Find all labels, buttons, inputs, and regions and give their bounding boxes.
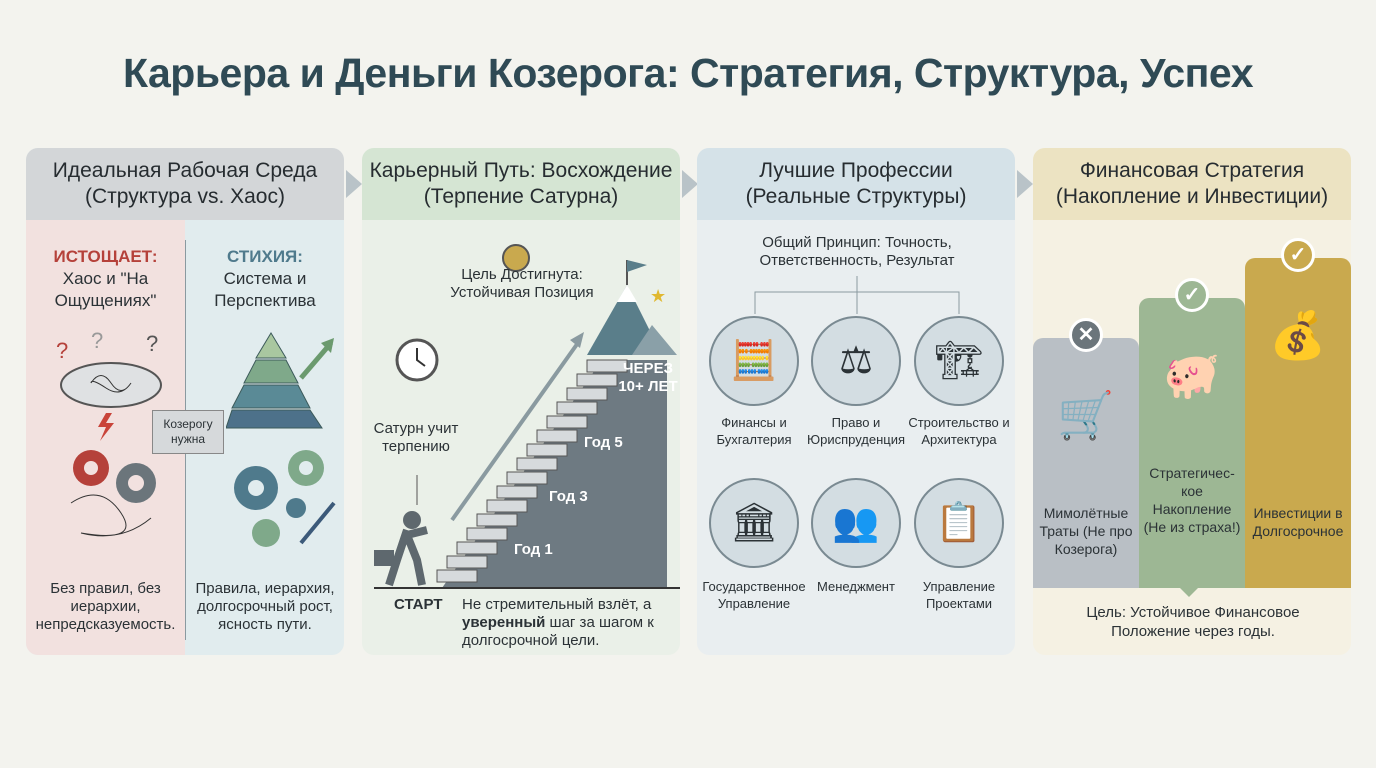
- panel-subtitle: (Реальные Структуры): [745, 185, 967, 208]
- chaos-cloud-gears-icon: ???: [56, 328, 162, 537]
- milestone-year-1: Год 1: [514, 541, 553, 558]
- goal-label: Цель Достигнута: Устойчивая Позиция: [450, 266, 594, 301]
- svg-text:?: ?: [146, 331, 158, 356]
- system-caption: Правила, иерархия, долгосрочный рост, яс…: [195, 580, 335, 633]
- flow-arrow-icon: [682, 170, 698, 198]
- staircase-mountain-illustration: ★: [374, 244, 680, 589]
- profession-label: Менеджмент: [817, 579, 895, 594]
- cross-icon: ✕: [1069, 318, 1103, 352]
- panel-career-path: Карьерный Путь: Восхождение (Терпение Са…: [362, 148, 680, 655]
- check-icon: ✓: [1281, 238, 1315, 272]
- crane-icon: 🏗: [914, 316, 1004, 406]
- flow-arrow-icon: [346, 170, 362, 198]
- panel-header: Финансовая Стратегия (Накопление и Инвес…: [1033, 148, 1351, 220]
- check-icon: ✓: [1175, 278, 1209, 312]
- svg-text:?: ?: [91, 328, 103, 353]
- star-icon: ★: [650, 286, 666, 306]
- profession-label: Финансы и Бухгалтерия: [716, 415, 792, 447]
- panel-financial-strategy: Финансовая Стратегия (Накопление и Инвес…: [1033, 148, 1351, 655]
- chaos-caption: Без правил, без иерархии, непредсказуемо…: [35, 580, 176, 633]
- caption-pre: Не стремительный взлёт, а: [462, 596, 652, 613]
- career-caption: Не стремительный взлёт, а уверенный шаг …: [462, 596, 672, 650]
- finance-bar-label: Инвестиции в Долгосрочное: [1252, 505, 1344, 539]
- panel-title: Карьерный Путь: Восхождение: [369, 159, 673, 182]
- saturn-label: Сатурн учит терпению: [373, 420, 459, 455]
- panel-title: Финансовая Стратегия: [1079, 159, 1305, 182]
- pointer-icon: [1175, 583, 1203, 597]
- financial-goal: Цель: Устойчивое Финансовое Положение че…: [1086, 604, 1300, 640]
- finance-bar: [1033, 338, 1139, 588]
- piggy-bank-icon: 🐖: [1163, 349, 1221, 401]
- panel-header: Лучшие Профессии (Реальные Структуры): [697, 148, 1015, 220]
- calculator-icon: 🧮: [709, 316, 799, 406]
- profession-label: Строительство и Архитектура: [908, 415, 1010, 447]
- milestone-year-3: Год 3: [549, 488, 588, 505]
- finance-bar-label: Стратегичес-кое Накопление (Не из страха…: [1143, 465, 1241, 535]
- arrow-label: Козерогу нужна: [163, 417, 213, 446]
- profession-label: Право и Юриспруденция: [806, 415, 906, 447]
- team-meeting-icon: 👥: [811, 478, 901, 568]
- profession-label: Управление Проектами: [922, 579, 996, 611]
- panel-subtitle: (Терпение Сатурна): [423, 185, 619, 208]
- caption-bold: уверенный: [462, 614, 546, 631]
- flag-icon: [627, 260, 647, 272]
- profession-label: Государственное Управление: [702, 579, 806, 611]
- drain-text: Хаос и "На Ощущениях": [54, 269, 157, 310]
- element-text: Система и Перспектива: [214, 269, 316, 310]
- element-heading: СТИХИЯ:: [227, 247, 303, 266]
- briefcase-icon: [374, 550, 394, 566]
- finance-bar: [1139, 298, 1245, 588]
- start-label: СТАРТ: [394, 596, 443, 613]
- medal-icon: [502, 244, 530, 272]
- finance-bar-label: Мимолётные Траты (Не про Козерога): [1039, 505, 1133, 557]
- connector-lines: [754, 276, 960, 314]
- panel-subtitle: (Накопление и Инвестиции): [1055, 185, 1329, 208]
- milestone-10-years: ЧЕРЕЗ 10+ ЛЕТ: [618, 360, 678, 395]
- panel-work-environment: Идеальная Рабочая Среда (Структура vs. Х…: [26, 148, 344, 655]
- drain-heading: ИСТОЩАЕТ:: [53, 247, 158, 266]
- panel-title: Идеальная Рабочая Среда: [52, 159, 318, 182]
- milestone-year-5: Год 5: [584, 434, 623, 451]
- pyramid-gears-growth-icon: [226, 332, 336, 547]
- walking-person-icon: [403, 511, 421, 529]
- safe-icon: 💰: [1269, 309, 1327, 361]
- caption-post: шаг за шагом к долгосрочной цели.: [462, 614, 654, 649]
- svg-text:?: ?: [56, 338, 68, 363]
- panel-header: Идеальная Рабочая Среда (Структура vs. Х…: [26, 148, 344, 220]
- panel-best-professions: Лучшие Профессии (Реальные Структуры) Об…: [697, 148, 1015, 655]
- government-building-icon: 🏛: [709, 478, 799, 568]
- page-title: Карьера и Деньги Козерога: Стратегия, Ст…: [122, 50, 1254, 96]
- panel-title: Лучшие Профессии: [759, 159, 953, 182]
- common-principle: Общий Принцип: Точность, Ответственность…: [759, 234, 955, 269]
- capricorn-needs-arrow: Козерогу нужна: [152, 410, 224, 454]
- gantt-chart-icon: 📋: [914, 478, 1004, 568]
- shopping-cart-icon: 🛒: [1057, 389, 1115, 441]
- panel-header: Карьерный Путь: Восхождение (Терпение Са…: [362, 148, 680, 220]
- gavel-icon: ⚖: [811, 316, 901, 406]
- finance-bar: [1245, 258, 1351, 588]
- flow-arrow-icon: [1017, 170, 1033, 198]
- panel-subtitle: (Структура vs. Хаос): [85, 185, 285, 208]
